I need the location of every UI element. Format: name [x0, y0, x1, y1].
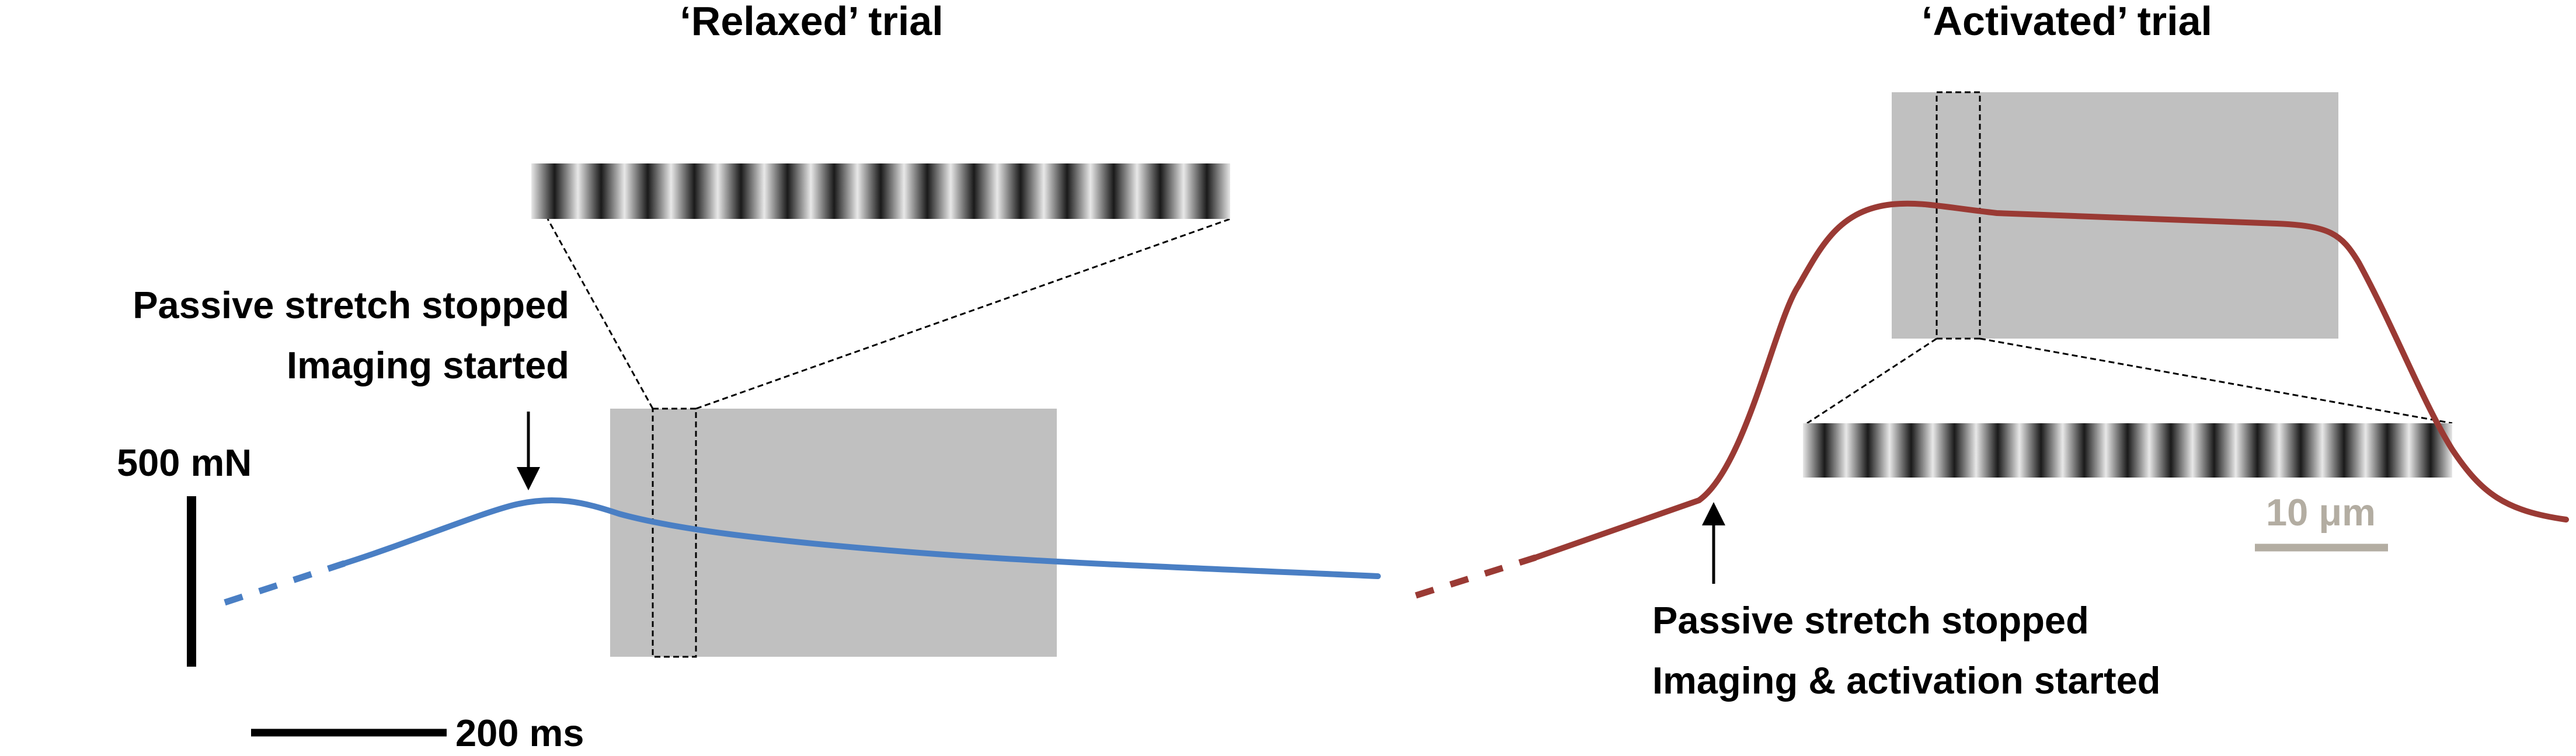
relaxed-callout-line-right: [695, 218, 1231, 410]
length-scale-label: 10 μm: [2266, 491, 2376, 534]
relaxed-arrow-head: [517, 467, 540, 490]
activated-striation-image: [1803, 423, 2452, 478]
activated-title: ‘Activated’ trial: [1921, 0, 2212, 44]
relaxed-trace: [342, 497, 1381, 579]
relaxed-annotation-line1: Passive stretch stopped: [133, 284, 569, 326]
relaxed-striation-image: [531, 163, 1230, 219]
activated-callout-line-right: [1979, 337, 2453, 424]
activated-trace-dotted: [1415, 554, 1537, 599]
activated-arrow-head: [1702, 502, 1725, 525]
relaxed-callout-line-left: [546, 218, 654, 409]
activated-roi-box: [1936, 91, 1981, 340]
force-scale-label: 500 mN: [117, 441, 252, 484]
time-scale-label: 200 ms: [455, 712, 584, 753]
activated-callout-line-left: [1806, 337, 1937, 424]
relaxed-title: ‘Relaxed’ trial: [680, 0, 943, 44]
relaxed-trace-dotted: [224, 560, 346, 606]
relaxed-annotation-line2: Imaging started: [287, 344, 569, 386]
activated-annotation-line2: Imaging & activation started: [1652, 659, 2160, 702]
relaxed-roi-box: [652, 407, 697, 658]
activated-annotation-line1: Passive stretch stopped: [1652, 599, 2089, 642]
activated-trace: [1533, 200, 2569, 560]
relaxed-imaging-window: [610, 409, 1057, 657]
